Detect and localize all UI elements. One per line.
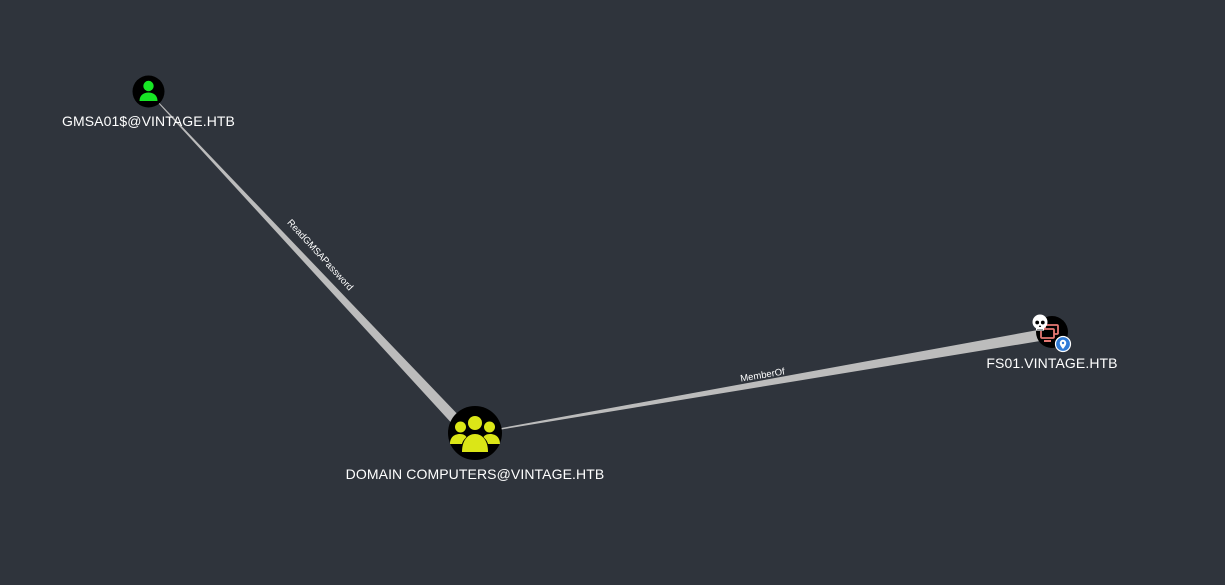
computer-icon bbox=[1040, 324, 1059, 342]
node-fs01[interactable] bbox=[1032, 314, 1072, 353]
edge-readgmsapassword-line bbox=[148, 91, 464, 428]
edge-readgmsapassword-label: ReadGMSAPassword bbox=[285, 218, 356, 294]
node-fs01-label[interactable]: FS01.VINTAGE.HTB bbox=[986, 355, 1118, 371]
node-gmsa01-circle bbox=[132, 75, 165, 108]
node-gmsa01-label[interactable]: GMSA01$@VINTAGE.HTB bbox=[61, 113, 236, 129]
user-icon bbox=[139, 80, 158, 101]
node-gmsa01[interactable] bbox=[132, 75, 165, 108]
node-domain-computers[interactable] bbox=[448, 406, 502, 460]
location-pin-icon bbox=[1054, 335, 1072, 353]
edge-memberof-line bbox=[474, 330, 1040, 434]
edge-memberof[interactable]: MemberOf bbox=[474, 330, 1040, 434]
node-domain-computers-label[interactable]: DOMAIN COMPUTERS@VINTAGE.HTB bbox=[345, 466, 605, 482]
node-domain-computers-circle bbox=[448, 406, 502, 460]
group-icon bbox=[450, 416, 500, 452]
skull-icon bbox=[1032, 314, 1048, 331]
edge-readgmsapassword[interactable]: ReadGMSAPassword bbox=[148, 91, 465, 429]
